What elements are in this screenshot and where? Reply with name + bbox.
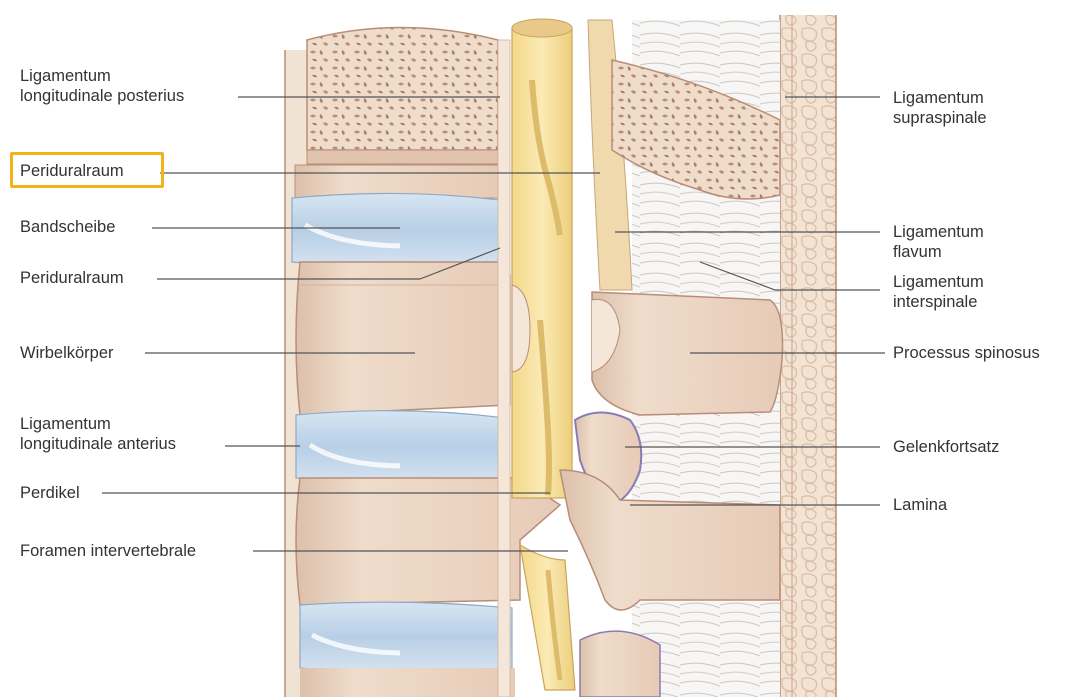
label-ligamentum-longitudinale-anterius: Ligamentum longitudinale anterius <box>20 414 176 454</box>
label-ligamentum-flavum: Ligamentum flavum <box>893 222 984 262</box>
label-line: Gelenkfortsatz <box>893 437 999 457</box>
intervertebral-disc-1 <box>292 193 500 267</box>
label-periduralraum-highlighted: Periduralraum <box>20 161 124 181</box>
label-line: Perdikel <box>20 483 80 503</box>
label-line: Ligamentum <box>893 272 984 292</box>
label-line: longitudinale posterius <box>20 86 184 106</box>
label-ligamentum-longitudinale-posterius: Ligamentum longitudinale posterius <box>20 66 184 106</box>
label-line: Foramen intervertebrale <box>20 541 196 561</box>
label-line: Periduralraum <box>20 268 124 288</box>
intervertebral-disc-3 <box>300 602 512 672</box>
label-ligamentum-supraspinale: Ligamentum supraspinale <box>893 88 987 128</box>
label-line: Ligamentum <box>893 88 987 108</box>
label-foramen-intervertebrale: Foramen intervertebrale <box>20 541 196 561</box>
label-line: Ligamentum <box>893 222 984 242</box>
label-line: Ligamentum <box>20 66 184 86</box>
label-gelenkfortsatz: Gelenkfortsatz <box>893 437 999 457</box>
peridural-space-strip <box>498 40 510 697</box>
label-line: supraspinale <box>893 108 987 128</box>
vertebral-body-top <box>307 28 498 165</box>
ligamentum-supraspinale-shape <box>780 15 836 697</box>
label-perdikel: Perdikel <box>20 483 80 503</box>
label-wirbelkoerper: Wirbelkörper <box>20 343 114 363</box>
label-line: Wirbelkörper <box>20 343 114 363</box>
label-line: Processus spinosus <box>893 343 1040 363</box>
intervertebral-disc-2 <box>296 411 506 483</box>
label-lamina: Lamina <box>893 495 947 515</box>
label-line: Lamina <box>893 495 947 515</box>
label-bandscheibe: Bandscheibe <box>20 217 115 237</box>
label-periduralraum: Periduralraum <box>20 268 124 288</box>
label-processus-spinosus: Processus spinosus <box>893 343 1040 363</box>
label-line: Periduralraum <box>20 161 124 181</box>
label-ligamentum-interspinale: Ligamentum interspinale <box>893 272 984 312</box>
label-line: flavum <box>893 242 984 262</box>
label-line: Bandscheibe <box>20 217 115 237</box>
label-line: interspinale <box>893 292 984 312</box>
label-line: longitudinale anterius <box>20 434 176 454</box>
label-line: Ligamentum <box>20 414 176 434</box>
